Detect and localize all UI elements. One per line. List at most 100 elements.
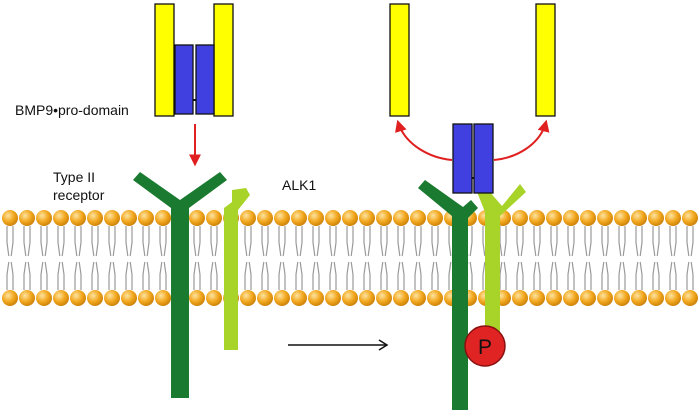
lipid-tail — [333, 261, 337, 290]
lipid-head — [376, 210, 392, 226]
lipid-tail — [91, 261, 95, 290]
bmp9-monomer-right — [195, 44, 215, 115]
lipid-head — [19, 210, 35, 226]
lipid-heads-bottom — [2, 290, 698, 306]
lipid-tail — [520, 261, 524, 290]
lipid-tail — [584, 226, 588, 257]
lipid-tail — [652, 226, 656, 257]
lipid-head — [563, 290, 579, 306]
lipid-tail — [635, 261, 639, 290]
lipid-head — [155, 290, 171, 306]
lipid-head — [563, 210, 579, 226]
lipid-tail — [312, 261, 316, 290]
lipid-tail — [673, 261, 677, 290]
lipid-tail — [78, 261, 82, 290]
lipid-tail — [146, 261, 150, 290]
lipid-head — [529, 290, 545, 306]
lipid-tail — [350, 226, 354, 257]
lipid-tail — [159, 261, 163, 290]
lipid-head — [138, 290, 154, 306]
lipid-tail — [431, 261, 435, 290]
lipid-head — [36, 290, 52, 306]
lipid-tail — [380, 226, 384, 257]
lipid-head — [240, 210, 256, 226]
lipid-head — [325, 290, 341, 306]
lipid-tail — [503, 261, 507, 290]
lipid-head — [529, 210, 545, 226]
lipid-tail — [44, 226, 48, 257]
lipid-head — [614, 290, 630, 306]
lipid-tail — [278, 226, 282, 257]
lipid-tail — [554, 261, 558, 290]
lipid-head — [665, 290, 681, 306]
lipid-tail — [295, 226, 299, 257]
lipid-tail — [40, 226, 44, 257]
lipid-tail — [605, 226, 609, 257]
lipid-head — [121, 290, 137, 306]
lipid-tail — [605, 261, 609, 290]
lipid-tail — [265, 226, 269, 257]
lipid-tail — [435, 226, 439, 257]
phosphate-label: P — [478, 336, 492, 359]
lipid-head — [308, 210, 324, 226]
lipid-tail — [142, 226, 146, 257]
lipid-tail — [639, 226, 643, 257]
lipid-tail — [299, 261, 303, 290]
lipid-head — [53, 210, 69, 226]
lipid-tail — [78, 226, 82, 257]
lipid-head — [53, 290, 69, 306]
lipid-tail — [57, 226, 61, 257]
lipid-tail — [278, 261, 282, 290]
cell-membrane — [2, 210, 698, 306]
lipid-head — [274, 290, 290, 306]
lipid-tail — [503, 226, 507, 257]
lipid-head — [240, 290, 256, 306]
released-prodomain-right — [535, 3, 556, 117]
lipid-tail — [265, 261, 269, 290]
lipid-tail — [197, 261, 201, 290]
lipid-tail — [414, 261, 418, 290]
lipid-head — [257, 210, 273, 226]
lipid-tail — [23, 226, 27, 257]
lipid-head — [614, 210, 630, 226]
bmp9-monomer-left — [174, 44, 194, 115]
lipid-tail — [469, 261, 473, 290]
lipid-tail — [448, 261, 452, 290]
lipid-tail — [482, 226, 486, 257]
lipid-tail — [346, 261, 350, 290]
lipid-tail — [622, 261, 626, 290]
lipid-tail — [401, 261, 405, 290]
bmp9-dimer-bound — [452, 123, 494, 194]
lipid-tail — [622, 226, 626, 257]
bmp9-bound-left — [452, 123, 473, 194]
type2-receptor-left — [133, 172, 227, 398]
lipid-tail — [435, 261, 439, 290]
type2-receptor-label-line1: Type II — [53, 169, 95, 185]
lipid-tail — [380, 261, 384, 290]
lipid-head — [291, 290, 307, 306]
lipid-tail — [401, 226, 405, 257]
lipid-tail — [669, 261, 673, 290]
lipid-head — [597, 290, 613, 306]
lipid-head — [342, 210, 358, 226]
alk1-receptor-right — [477, 184, 526, 350]
lipid-head — [410, 290, 426, 306]
lipid-tail — [669, 226, 673, 257]
lipid-tail — [193, 226, 197, 257]
lipid-tails-top — [6, 226, 694, 257]
lipid-tail — [316, 226, 320, 257]
lipid-tail — [588, 226, 592, 257]
lipid-head — [631, 290, 647, 306]
lipid-tail — [673, 226, 677, 257]
lipid-head — [427, 210, 443, 226]
lipid-head — [87, 290, 103, 306]
lipid-tail — [618, 261, 622, 290]
lipid-tail — [499, 261, 503, 290]
lipid-tail — [61, 226, 65, 257]
lipid-tail — [40, 261, 44, 290]
lipid-tail — [418, 261, 422, 290]
lipid-tail — [214, 226, 218, 257]
lipid-tail — [533, 261, 537, 290]
lipid-tail — [686, 261, 690, 290]
